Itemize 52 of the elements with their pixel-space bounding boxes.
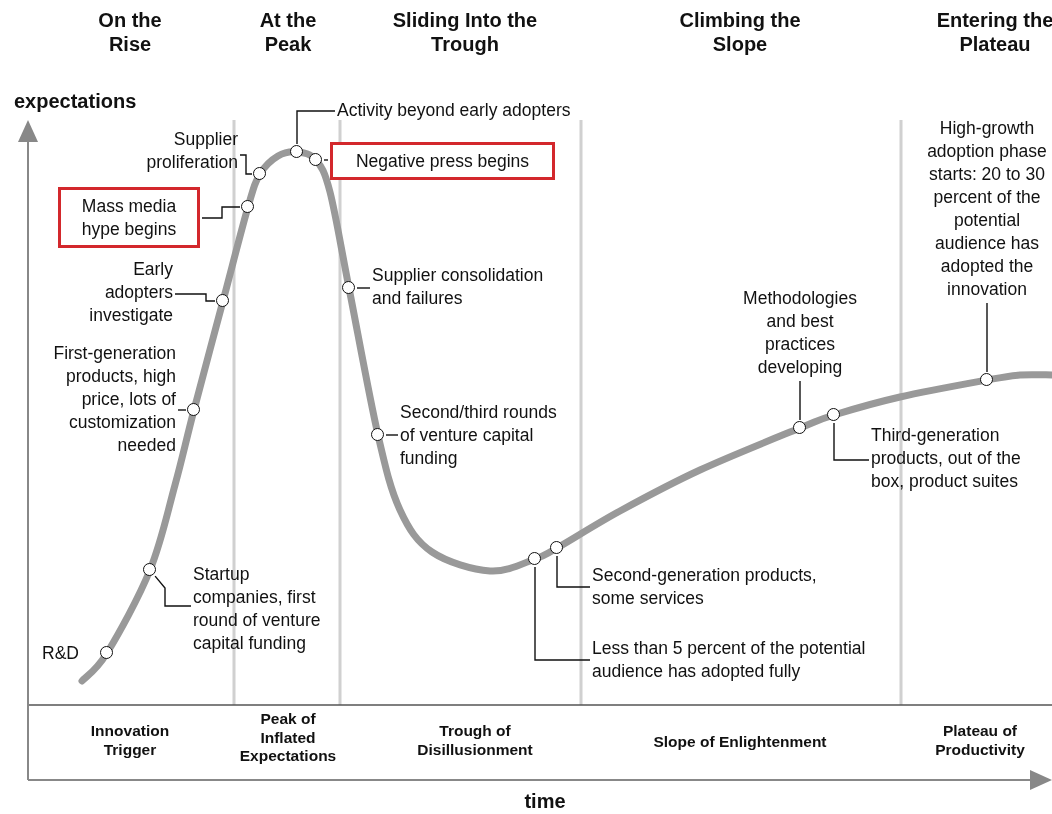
leader-line xyxy=(296,110,336,145)
callout-text: Supplier proliferation xyxy=(118,128,238,174)
leader-line xyxy=(174,293,216,302)
phase-heading: Climbing the Slope xyxy=(678,8,802,56)
callout-text: Early adopters investigate xyxy=(70,258,173,327)
curve-point-marker xyxy=(143,563,156,576)
curve-point-marker xyxy=(290,145,303,158)
callout-text: Less than 5 percent of the potential audience has adopted fully xyxy=(592,637,932,683)
curve-point-marker xyxy=(528,552,541,565)
curve-point-marker xyxy=(827,408,840,421)
highlighted-callout-box: Mass media hype begins xyxy=(58,187,200,248)
leader-line xyxy=(201,206,241,219)
curve-point-marker xyxy=(342,281,355,294)
curve-point-marker xyxy=(980,373,993,386)
callout-text: Supplier consolidation and failures xyxy=(372,264,572,310)
leader-line xyxy=(239,154,253,175)
curve-point-marker xyxy=(241,200,254,213)
leader-line xyxy=(154,575,192,607)
phase-heading: On the Rise xyxy=(97,8,163,56)
phase-name: Slope of Enlightenment xyxy=(652,733,828,752)
phase-heading: Sliding Into the Trough xyxy=(391,8,539,56)
callout-text: Second-generation products, some services xyxy=(592,564,854,610)
callout-text: First-generation products, high price, lots of customization needed xyxy=(30,342,176,457)
leader-line xyxy=(534,566,591,661)
phase-name: Peak of Inflated Expectations xyxy=(238,710,338,766)
callout-text: Startup companies, first round of venture capital funding xyxy=(193,563,333,655)
axis-title: time xyxy=(523,789,567,813)
callout-text: Methodologies and best practices developing xyxy=(735,287,865,379)
phase-name: Innovation Trigger xyxy=(89,722,171,760)
axis-title: expectations xyxy=(14,89,138,113)
leader-line xyxy=(799,380,801,421)
callout-text: Activity beyond early adopters xyxy=(337,99,627,122)
phase-heading: Entering the Plateau xyxy=(935,8,1052,56)
leader-line xyxy=(323,159,329,161)
callout-text: R&D xyxy=(42,642,79,665)
curve-point-marker xyxy=(216,294,229,307)
leader-line xyxy=(177,409,187,411)
phase-name: Trough of Disillusionment xyxy=(416,722,534,760)
leader-line xyxy=(385,434,399,436)
callout-text: Second/third rounds of venture capital funding xyxy=(400,401,562,470)
callout-text: Third-generation products, out of the box, product suites xyxy=(871,424,1052,493)
leader-line xyxy=(833,422,870,461)
curve-point-marker xyxy=(793,421,806,434)
curve-point-marker xyxy=(371,428,384,441)
curve-point-marker xyxy=(187,403,200,416)
leader-line xyxy=(556,555,591,588)
highlighted-callout-box: Negative press begins xyxy=(330,142,555,180)
callout-text: High-growth adoption phase starts: 20 to 30 percent of the potential audience has adopted the innovation xyxy=(925,117,1049,301)
phase-name: Plateau of Productivity xyxy=(934,722,1026,760)
phase-heading: At the Peak xyxy=(258,8,318,56)
leader-line xyxy=(356,287,371,289)
leader-line xyxy=(986,302,988,373)
